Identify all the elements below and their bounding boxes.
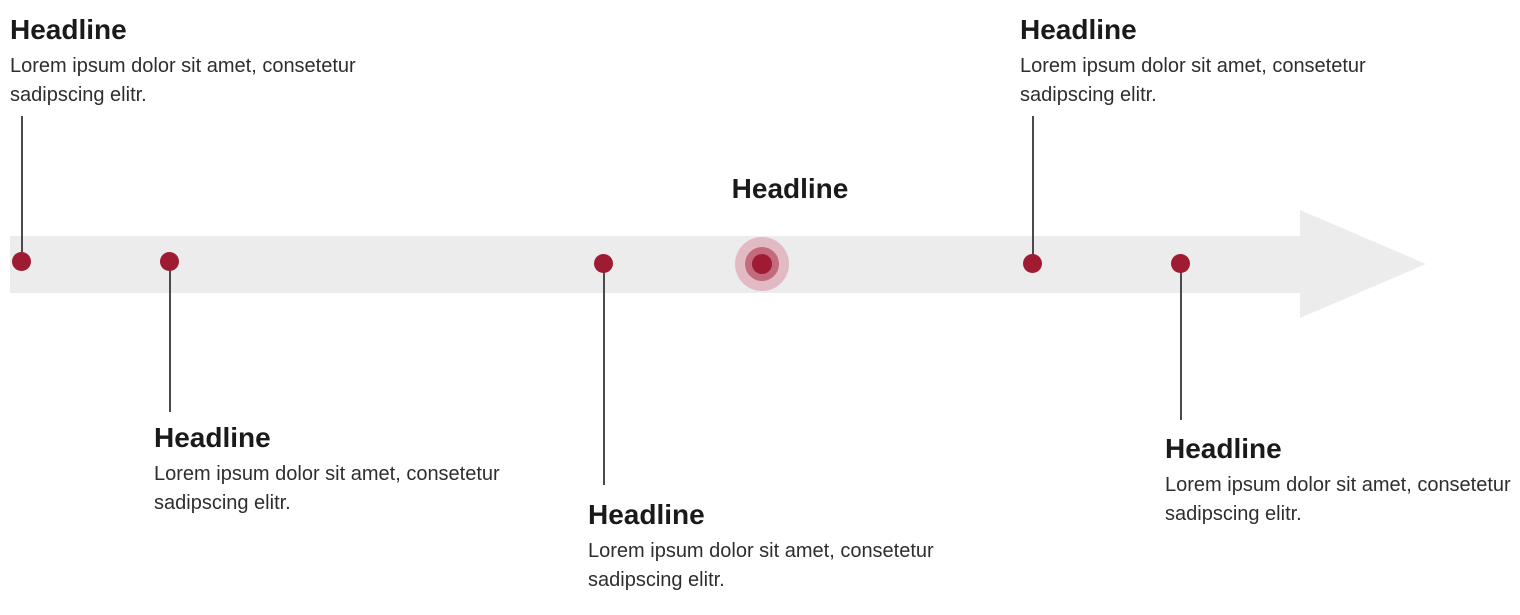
milestone-headline: Headline	[154, 422, 271, 453]
timeline-dot	[1023, 254, 1042, 273]
timeline-item-1-text: Headline Lorem ipsum dolor sit amet, con…	[10, 13, 356, 110]
milestone-body-line: Lorem ipsum dolor sit amet, consetetur	[10, 55, 356, 77]
timeline-item-3-text: Headline Lorem ipsum dolor sit amet, con…	[588, 498, 934, 595]
milestone-headline: Headline	[731, 173, 849, 204]
connector-line	[1180, 264, 1182, 420]
timeline-item-5-text: Headline Lorem ipsum dolor sit amet, con…	[1020, 13, 1366, 110]
milestone-headline: Headline	[588, 499, 705, 530]
connector-line	[21, 116, 23, 262]
milestone-body-line: Lorem ipsum dolor sit amet, consetetur	[154, 463, 500, 485]
timeline-band	[10, 236, 1300, 293]
connector-line	[1032, 116, 1034, 264]
milestone-headline: Headline	[1020, 14, 1137, 45]
milestone-headline: Headline	[10, 14, 127, 45]
milestone-body-line: sadipscing elitr.	[10, 84, 147, 106]
connector-line	[169, 262, 171, 412]
timeline-dot	[594, 254, 613, 273]
milestone-body-line: Lorem ipsum dolor sit amet, consetetur	[1165, 474, 1511, 496]
timeline-item-4-text: Headline	[732, 172, 849, 211]
milestone-body-line: sadipscing elitr.	[1020, 84, 1157, 106]
arrow-right-icon	[1300, 210, 1426, 318]
timeline-item-6-text: Headline Lorem ipsum dolor sit amet, con…	[1165, 432, 1511, 529]
connector-line	[603, 264, 605, 485]
timeline-item-2-text: Headline Lorem ipsum dolor sit amet, con…	[154, 421, 500, 518]
milestone-body-line: sadipscing elitr.	[1165, 503, 1302, 525]
timeline-dot-highlighted	[752, 254, 772, 274]
timeline-dot	[12, 252, 31, 271]
milestone-body-line: sadipscing elitr.	[588, 569, 725, 591]
milestone-body-line: Lorem ipsum dolor sit amet, consetetur	[588, 540, 934, 562]
milestone-body-line: Lorem ipsum dolor sit amet, consetetur	[1020, 55, 1366, 77]
milestone-body-line: sadipscing elitr.	[154, 492, 291, 514]
timeline-dot	[160, 252, 179, 271]
milestone-headline: Headline	[1165, 433, 1282, 464]
timeline-dot	[1171, 254, 1190, 273]
